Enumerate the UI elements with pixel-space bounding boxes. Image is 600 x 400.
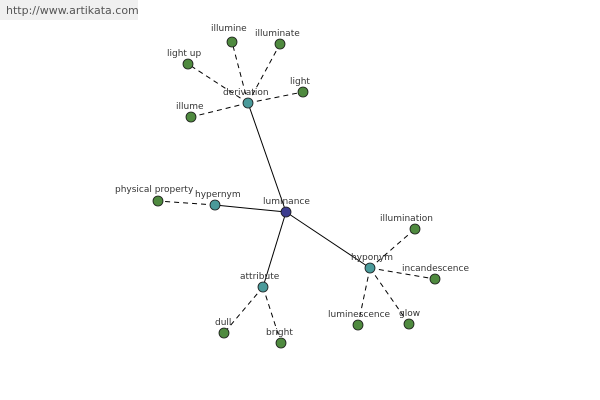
label-bright[interactable]: bright <box>266 328 293 338</box>
edge-hyponym-illumination <box>369 228 416 269</box>
edge-hyponym-glow <box>369 267 410 325</box>
watermark-url: http://www.artikata.com <box>6 4 139 17</box>
label-luminescence[interactable]: luminescence <box>328 310 391 320</box>
edge-luminance-attribute <box>262 211 287 288</box>
graph-labels: luminance derivation hypernym attribute hypo… <box>115 24 469 338</box>
node-glow[interactable] <box>403 318 415 330</box>
graph-edges <box>157 41 436 344</box>
node-illumine[interactable] <box>226 36 238 48</box>
edge-derivation-illume <box>190 102 249 118</box>
label-attribute[interactable]: attribute <box>240 272 280 282</box>
label-illume[interactable]: illume <box>176 102 204 112</box>
edge-hyponym-incandescence <box>369 267 436 280</box>
edge-derivation-light-up <box>187 63 249 104</box>
label-illuminate[interactable]: illuminate <box>255 29 300 39</box>
node-illumination[interactable] <box>409 223 421 235</box>
edge-derivation-illumine <box>231 41 249 104</box>
node-derivation[interactable] <box>242 97 254 109</box>
edge-luminance-hypernym <box>214 204 287 213</box>
node-dull[interactable] <box>218 327 230 339</box>
label-illumination[interactable]: illumination <box>380 214 433 224</box>
label-luminance[interactable]: luminance <box>263 197 310 207</box>
node-illuminate[interactable] <box>274 38 286 50</box>
edge-luminance-hyponym <box>285 211 371 269</box>
node-light-up[interactable] <box>182 58 194 70</box>
node-luminescence[interactable] <box>352 319 364 331</box>
node-hyponym[interactable] <box>364 262 376 274</box>
label-derivation[interactable]: derivation <box>223 88 269 98</box>
label-dull[interactable]: dull <box>215 318 231 328</box>
edge-luminance-derivation <box>247 102 287 213</box>
edge-derivation-illuminate <box>247 43 281 104</box>
edge-derivation-light <box>247 91 304 104</box>
node-incandescence[interactable] <box>429 273 441 285</box>
node-attribute[interactable] <box>257 281 269 293</box>
label-glow[interactable]: glow <box>399 309 420 319</box>
label-physical-property[interactable]: physical property <box>115 185 194 195</box>
edge-attribute-dull <box>223 286 264 334</box>
edge-attribute-bright <box>262 286 282 344</box>
edge-hyponym-luminescence <box>357 267 371 326</box>
label-illumine[interactable]: illumine <box>211 24 247 34</box>
node-bright[interactable] <box>275 337 287 349</box>
node-illume[interactable] <box>185 111 197 123</box>
label-light-up[interactable]: light up <box>167 49 202 59</box>
label-hyponym[interactable]: hyponym <box>351 253 393 263</box>
node-hypernym[interactable] <box>209 199 221 211</box>
label-light[interactable]: light <box>290 77 310 87</box>
node-luminance[interactable] <box>280 206 292 218</box>
watermark-banner: http://www.artikata.com <box>0 0 139 20</box>
node-physical-property[interactable] <box>152 195 164 207</box>
graph-nodes <box>152 36 441 349</box>
edge-hypernym-physical-property <box>157 200 216 206</box>
label-hypernym[interactable]: hypernym <box>195 190 241 200</box>
node-light[interactable] <box>297 86 309 98</box>
label-incandescence[interactable]: incandescence <box>402 264 469 274</box>
